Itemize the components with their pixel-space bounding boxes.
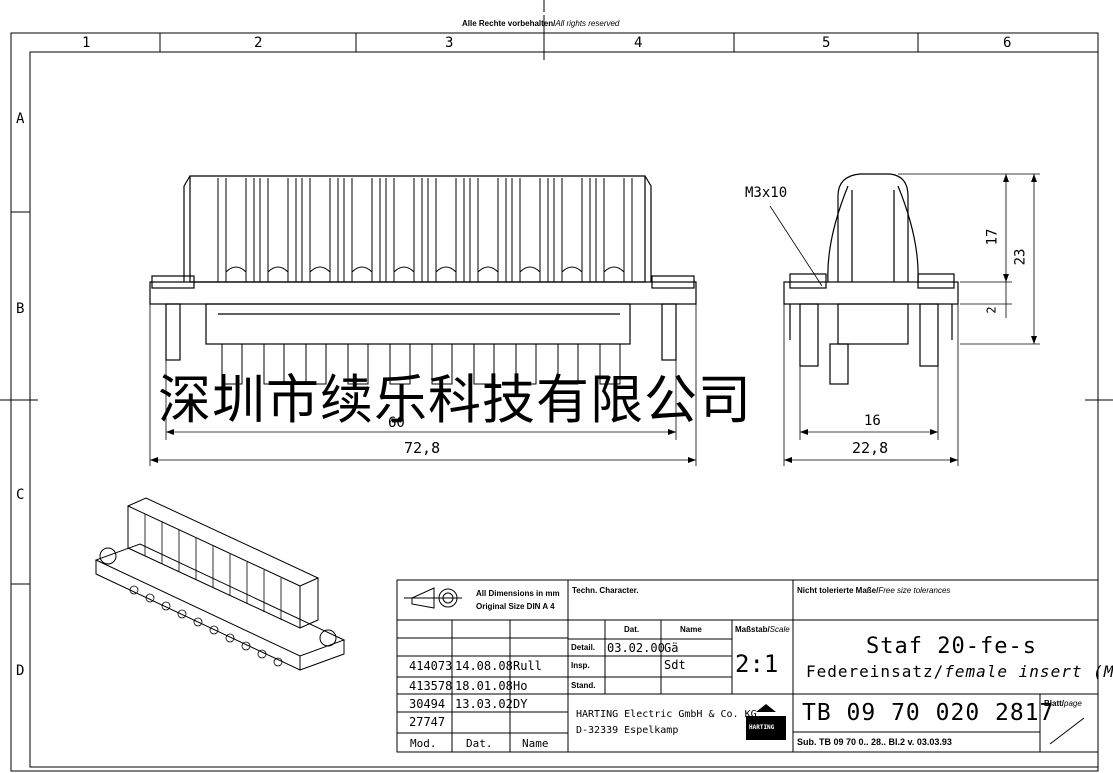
mod-row-2-mod: 413578: [409, 679, 453, 693]
mod-row-1-mod: 414073: [409, 659, 453, 673]
mod-row-3-date: 13.03.02: [455, 697, 513, 711]
detail-name: Gä: [664, 641, 679, 655]
scale-en: Scale: [769, 625, 790, 634]
harting-logo-icon: [746, 704, 786, 740]
logo-text: HARTING: [749, 724, 775, 731]
mod-row-3-mod: 30494: [409, 697, 446, 711]
mod-row-4-mod: 27747: [409, 715, 446, 729]
footer-name: Name: [522, 737, 549, 750]
mod-row-2-name: Ho: [513, 679, 528, 693]
company-line-2: D-32339 Espelkamp: [576, 725, 679, 736]
grid-row-d: D: [16, 663, 25, 679]
scale-value: 2:1: [735, 650, 779, 678]
footer-dat: Dat.: [466, 737, 493, 750]
tolerance-de: Nicht tolerierte Maße/: [797, 586, 879, 595]
insp-label: Insp.: [571, 661, 590, 670]
dim-height-2: 2: [984, 306, 999, 314]
dim-side-width: 22,8: [852, 439, 889, 457]
grid-col-2: 2: [254, 35, 263, 51]
techn-character: Techn. Character.: [572, 586, 639, 595]
rights-note: Alle Rechte vorbehalten/All rights reser…: [462, 20, 619, 28]
scale-label: Maßstab/Scale: [735, 626, 790, 634]
col-name: Name: [680, 625, 702, 634]
title-block-grid: [396, 579, 1099, 753]
sheet-label: Blatt/page: [1044, 700, 1082, 708]
side-view: [783, 173, 959, 385]
subtitle-de: Federeinsatz/: [806, 662, 945, 681]
dim-front-width: 72,8: [404, 439, 441, 457]
dim-height-23: 23: [1012, 248, 1029, 266]
rights-de: Alle Rechte vorbehalten/: [462, 19, 556, 28]
isometric-view: [94, 497, 346, 671]
grid-col-1: 1: [82, 35, 91, 51]
inner-frame: [29, 51, 1099, 768]
scale-de: Maßstab/: [735, 625, 770, 634]
dims-note-1: All Dimensions in mm: [476, 589, 560, 598]
screw-label: M3x10: [745, 185, 788, 201]
dim-side-inner: 16: [864, 413, 881, 429]
insp-name: Sdt: [664, 658, 686, 672]
stand-label: Stand.: [571, 681, 596, 690]
sub-line: Sub. TB 09 70 0.. 28.. Bl.2 v. 03.03.93: [797, 737, 952, 747]
sheet-en: page: [1064, 699, 1082, 708]
grid-col-5: 5: [822, 35, 831, 51]
col-dat: Dat.: [624, 625, 640, 634]
detail-label: Detail.: [571, 643, 596, 652]
grid-row-b: B: [16, 301, 25, 317]
drawing-subtitle: Federeinsatz/female insert (M): [806, 664, 1113, 680]
watermark-text: 深圳市续乐科技有限公司: [158, 370, 752, 431]
mod-row-3-name: DY: [513, 697, 528, 711]
side-dimensions: [783, 173, 1040, 466]
grid-col-6: 6: [1003, 35, 1012, 51]
dim-front-inner: 60: [388, 415, 405, 431]
grid-col-4: 4: [634, 35, 643, 51]
projection-symbol-icon: [404, 587, 462, 609]
sheet-de: Blatt/: [1044, 699, 1064, 708]
grid-row-c: C: [16, 487, 25, 503]
drawing-title: Staf 20-fe-s: [866, 634, 1037, 659]
detail-date: 03.02.00: [607, 641, 665, 655]
mod-row-1-name: Rull: [513, 659, 542, 673]
mod-row-1-date: 14.08.08: [455, 659, 513, 673]
dim-height-17: 17: [984, 228, 1001, 246]
tolerance-note: Nicht tolerierte Maße/Free size toleranc…: [797, 587, 950, 595]
dims-note-2: Original Size DIN A 4: [476, 602, 555, 611]
tolerance-en: Free size tolerances: [878, 586, 951, 595]
grid-row-a: A: [16, 111, 25, 127]
grid-col-3: 3: [445, 35, 454, 51]
dimension-arrows: [150, 174, 1037, 463]
subtitle-en: female insert (M): [944, 662, 1113, 681]
front-view: [149, 175, 697, 385]
rights-en: All rights reserved: [555, 19, 620, 28]
footer-mod: Mod.: [410, 737, 437, 750]
company-line-1: HARTING Electric GmbH & Co. KG: [576, 709, 757, 720]
front-dimensions: [149, 304, 697, 466]
mod-row-2-date: 18.01.08: [455, 679, 513, 693]
part-number: TB 09 70 020 2817: [802, 700, 1055, 726]
